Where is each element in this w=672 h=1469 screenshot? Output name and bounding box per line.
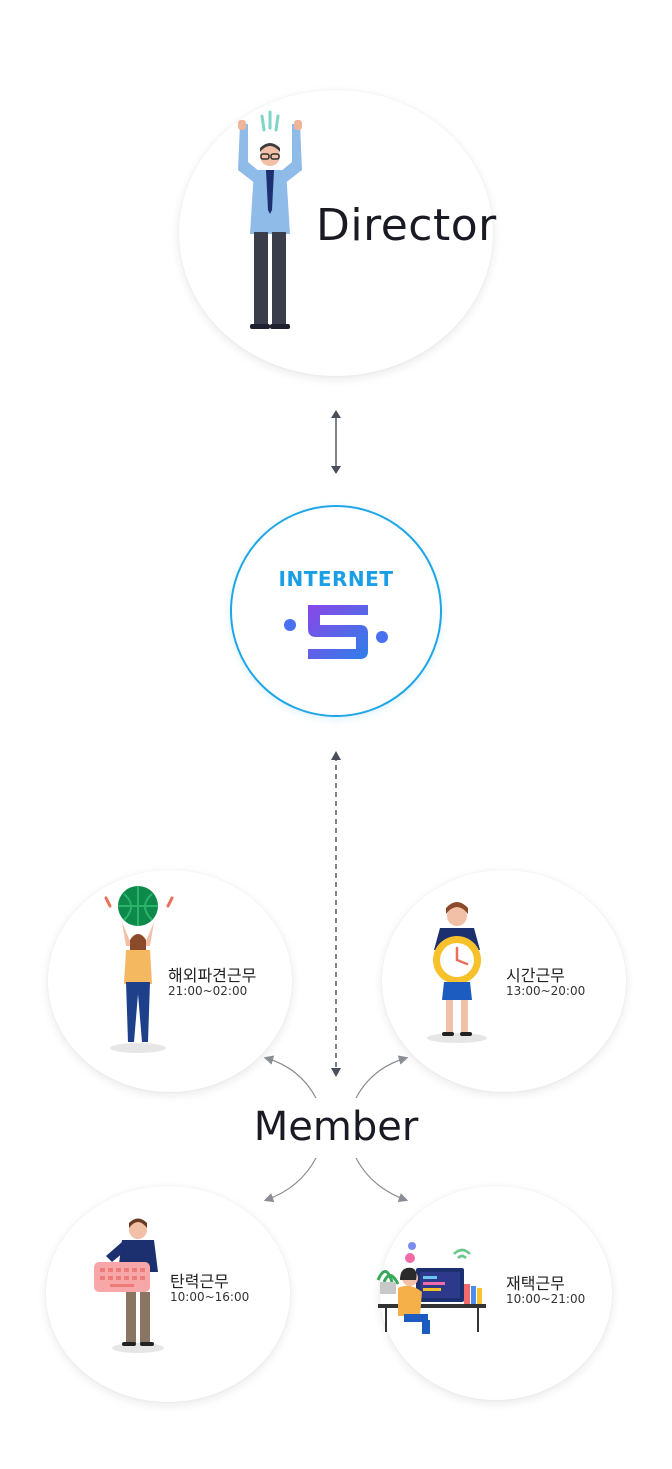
work-title-remote: 재택근무 <box>506 1274 565 1293</box>
internet-label: INTERNET <box>278 567 394 591</box>
member-label: Member <box>253 1104 419 1150</box>
work-time-flexible: 10:00~16:00 <box>170 1290 250 1304</box>
s-logo-icon <box>284 605 388 659</box>
work-time-overseas: 21:00~02:00 <box>168 984 248 998</box>
internet-node: INTERNET <box>230 505 442 717</box>
home-office-woman-icon <box>376 1242 486 1334</box>
work-title-overseas: 해외파견근무 <box>168 966 257 985</box>
work-time-hourly: 13:00~20:00 <box>506 984 586 998</box>
work-title-hourly: 시간근무 <box>506 966 565 985</box>
double-arrow-icon <box>331 410 341 474</box>
work-type-overseas <box>48 870 292 1092</box>
director-label: Director <box>316 200 497 251</box>
director-person-icon <box>238 110 302 329</box>
clock-woman-icon <box>427 902 487 1043</box>
globe-woman-icon <box>104 886 174 1053</box>
keyboard-man-icon <box>94 1218 164 1353</box>
work-time-remote: 10:00~21:00 <box>506 1292 586 1306</box>
work-title-flexible: 탄력근무 <box>170 1272 229 1291</box>
work-type-flexible <box>46 1186 290 1402</box>
director-node <box>179 90 493 376</box>
work-type-hourly <box>382 870 626 1092</box>
dashed-double-arrow-icon <box>331 751 341 1077</box>
